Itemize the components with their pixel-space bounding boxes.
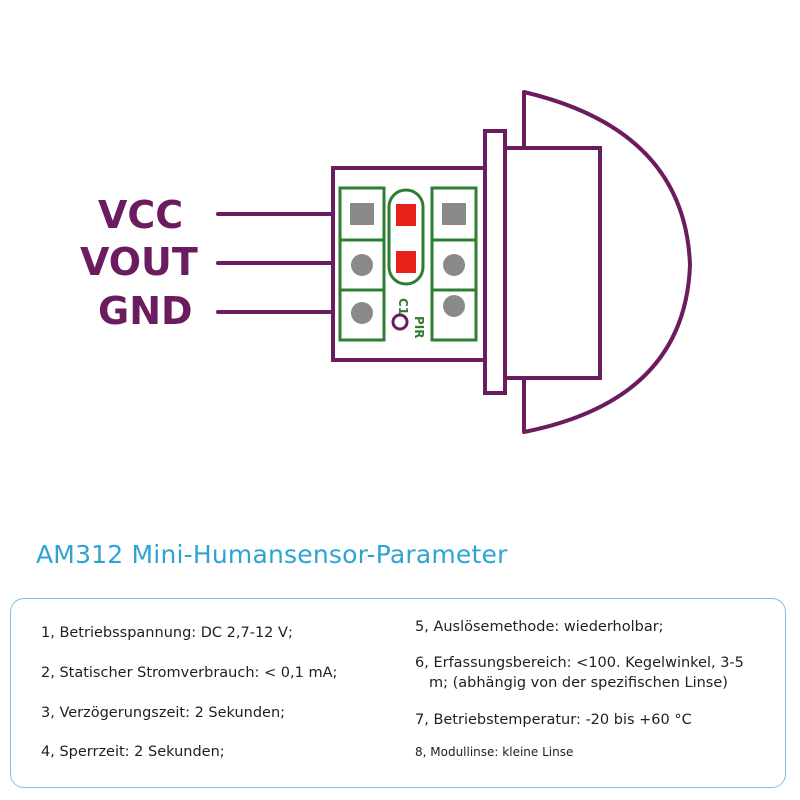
pad-vcc (350, 203, 374, 225)
parameter-title: AM312 Mini-Humansensor-Parameter (36, 540, 508, 569)
silkscreen-pir: PIR (412, 316, 426, 339)
right-pad-column (430, 186, 478, 342)
capacitor-pad-top (396, 204, 416, 226)
parameter-box: 1, Betriebsspannung: DC 2,7-12 V; 2, Sta… (10, 598, 786, 788)
lens-flange (483, 129, 507, 395)
pad-gnd (351, 302, 373, 324)
param-detection-range-line1: 6, Erfassungsbereich: <100. Kegelwinkel,… (415, 655, 744, 671)
pin-label-vcc: VCC (98, 193, 183, 237)
param-module-lens: 8, Modullinse: kleine Linse (415, 745, 574, 759)
pad-vout (351, 254, 373, 276)
param-trigger-method: 5, Auslösemethode: wiederholbar; (415, 619, 664, 635)
capacitor-c1-outline (387, 188, 425, 286)
param-operating-voltage: 1, Betriebsspannung: DC 2,7-12 V; (41, 625, 293, 641)
pad-right-top (442, 203, 466, 225)
pin-label-vout: VOUT (80, 240, 198, 284)
left-pad-column (338, 186, 386, 342)
capacitor-pad-bottom (396, 251, 416, 273)
mounting-hole (391, 313, 409, 331)
silkscreen-c1: C1 (396, 298, 410, 315)
lens-base (503, 146, 602, 380)
param-static-current: 2, Statischer Stromverbrauch: < 0,1 mA; (41, 665, 338, 681)
param-detection-range-line2: m; (abhängig von der spezifischen Linse) (429, 675, 728, 691)
param-operating-temperature: 7, Betriebstemperatur: -20 bis +60 °C (415, 712, 692, 728)
pad-right-bottom (443, 295, 465, 317)
pir-sensor-diagram: VCC VOUT GND C1 PIR (80, 90, 692, 434)
pin-label-gnd: GND (98, 289, 193, 333)
param-block-time: 4, Sperrzeit: 2 Sekunden; (41, 744, 225, 760)
param-delay-time: 3, Verzögerungszeit: 2 Sekunden; (41, 705, 286, 721)
param-detection-range: 6, Erfassungsbereich: <100. Kegelwinkel,… (415, 653, 744, 693)
pad-right-middle (443, 254, 465, 276)
